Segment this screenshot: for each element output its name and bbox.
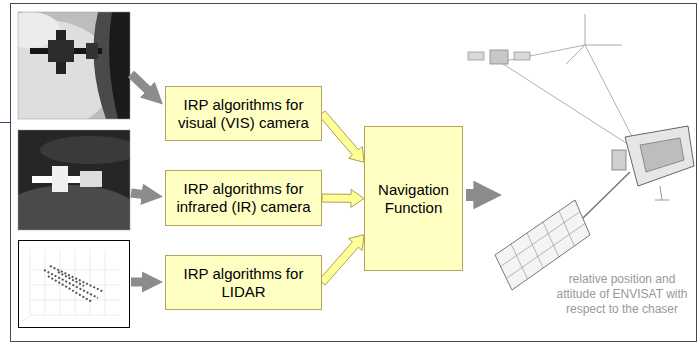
panel-grid: [501, 211, 585, 279]
output-arrow: [466, 189, 482, 201]
outer-frame: [11, 4, 697, 342]
visual-camera-image: [18, 12, 130, 119]
function-box: Navigation Function: [364, 126, 463, 271]
image-border: [18, 12, 130, 119]
satellite-module: [80, 171, 102, 187]
panel-boom: [583, 172, 630, 218]
process-box: IRP algorithms for infrared (IR) camera: [165, 170, 322, 226]
chaser-panel: [468, 52, 484, 60]
satellite-module: [48, 40, 74, 62]
relative-vector: [500, 45, 640, 152]
thermal-glow: [18, 185, 130, 230]
thermal-glow: [40, 136, 130, 164]
box-text: IRP algorithms for LIDAR: [172, 265, 315, 301]
frame-tick: [0, 122, 10, 123]
plot-grid: [22, 250, 120, 322]
envisat-instrument: [612, 150, 626, 170]
flow-arrow: [322, 189, 364, 207]
reference-frame: [566, 14, 622, 64]
envisat-illustration: [468, 14, 694, 290]
box-text: IRP algorithms for visual (VIS) camera: [172, 96, 315, 132]
envisat-module: [640, 138, 684, 172]
chaser-panel: [514, 52, 530, 60]
space-strip: [109, 12, 130, 119]
input-arrow: [131, 193, 148, 195]
box-text: IRP algorithms for infrared (IR) camera: [172, 180, 315, 216]
lidar-point-cloud: [19, 241, 130, 328]
process-box: IRP algorithms for visual (VIS) camera: [165, 86, 322, 141]
input-arrow: [131, 74, 152, 94]
infrared-camera-image: [18, 130, 130, 230]
box-text: Navigation Function: [371, 181, 456, 217]
plot-frame: [19, 241, 130, 328]
satellite-antenna: [86, 43, 98, 59]
caption-note: relative position and attitude of ENVISA…: [549, 272, 695, 317]
lidar-points: [44, 266, 104, 302]
chaser-body: [490, 50, 508, 64]
flow-arrow: [319, 111, 364, 162]
earth-limb: [94, 12, 131, 119]
envisat-body: [625, 126, 694, 186]
satellite-body: [52, 166, 68, 192]
process-box: IRP algorithms for LIDAR: [165, 255, 322, 310]
flow-arrow: [319, 235, 364, 285]
body-axis: [655, 186, 669, 200]
input-arrow: [131, 278, 148, 287]
image-border: [18, 130, 130, 230]
